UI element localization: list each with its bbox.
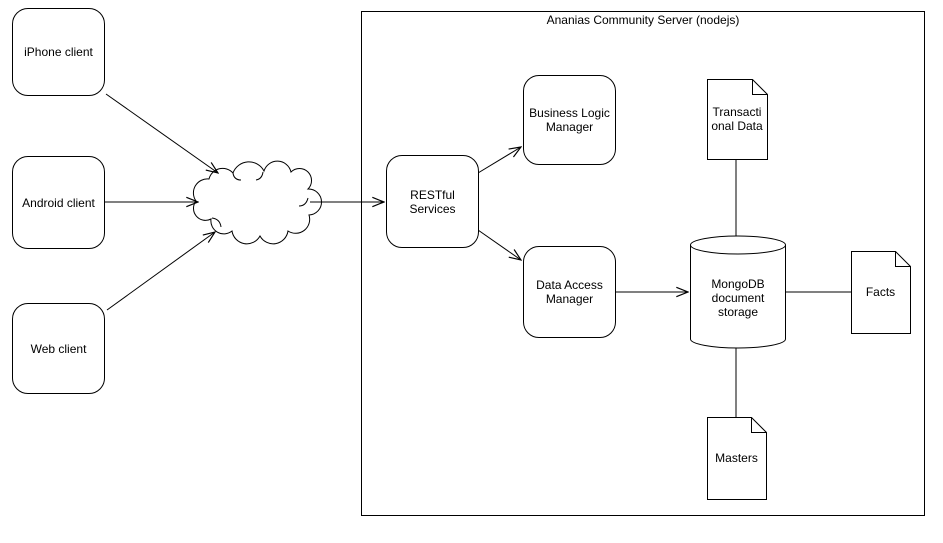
node-mongodb-storage bbox=[690, 235, 786, 349]
folded-corner-icon bbox=[752, 79, 768, 95]
masters-label: Masters bbox=[715, 451, 758, 465]
cloud-curl-icon bbox=[255, 171, 264, 181]
cloud-curl-icon bbox=[232, 172, 242, 181]
folded-corner-icon bbox=[751, 417, 767, 433]
node-restful-services: RESTful Services bbox=[386, 155, 479, 248]
node-transactional-data bbox=[707, 79, 768, 160]
node-web-client: Web client bbox=[12, 303, 105, 394]
data-access-label-line2: Manager bbox=[545, 292, 594, 306]
internet-cloud-shape bbox=[192, 160, 322, 245]
connector-web-cloud bbox=[106, 232, 215, 311]
restful-services-label-line1: RESTful bbox=[410, 187, 455, 202]
node-android-client: Android client bbox=[12, 156, 105, 249]
connector-iphone-cloud bbox=[105, 93, 218, 173]
folded-corner-icon bbox=[895, 251, 911, 267]
data-access-label-line1: Data Access bbox=[536, 278, 603, 292]
transactional-data-label: Transacti onal Data bbox=[711, 105, 763, 133]
restful-services-label-line2: Services bbox=[409, 201, 456, 216]
node-masters bbox=[707, 417, 767, 500]
server-title: Ananias Community Server (nodejs) bbox=[546, 13, 740, 27]
connector-restful-businesslogic bbox=[477, 147, 521, 174]
cloud-curl-icon bbox=[298, 197, 309, 207]
server-boundary bbox=[361, 11, 925, 516]
node-facts bbox=[851, 251, 911, 334]
cloud-curl-icon bbox=[211, 217, 222, 228]
android-client-label: Android client bbox=[22, 195, 95, 210]
iphone-client-label: iPhone client bbox=[24, 45, 93, 59]
node-data-access-manager: Data Access Manager bbox=[523, 246, 616, 338]
node-iphone-client: iPhone client bbox=[12, 8, 105, 96]
node-business-logic-manager: Business Logic Manager bbox=[523, 75, 616, 165]
mongodb-storage-label: MongoDB document storage bbox=[711, 277, 765, 319]
facts-label: Facts bbox=[865, 285, 896, 299]
business-logic-label-line1: Business Logic bbox=[529, 106, 610, 120]
connector-restful-dataaccess bbox=[477, 229, 521, 260]
business-logic-label-line2: Manager bbox=[545, 120, 594, 134]
web-client-label: Web client bbox=[30, 341, 87, 356]
